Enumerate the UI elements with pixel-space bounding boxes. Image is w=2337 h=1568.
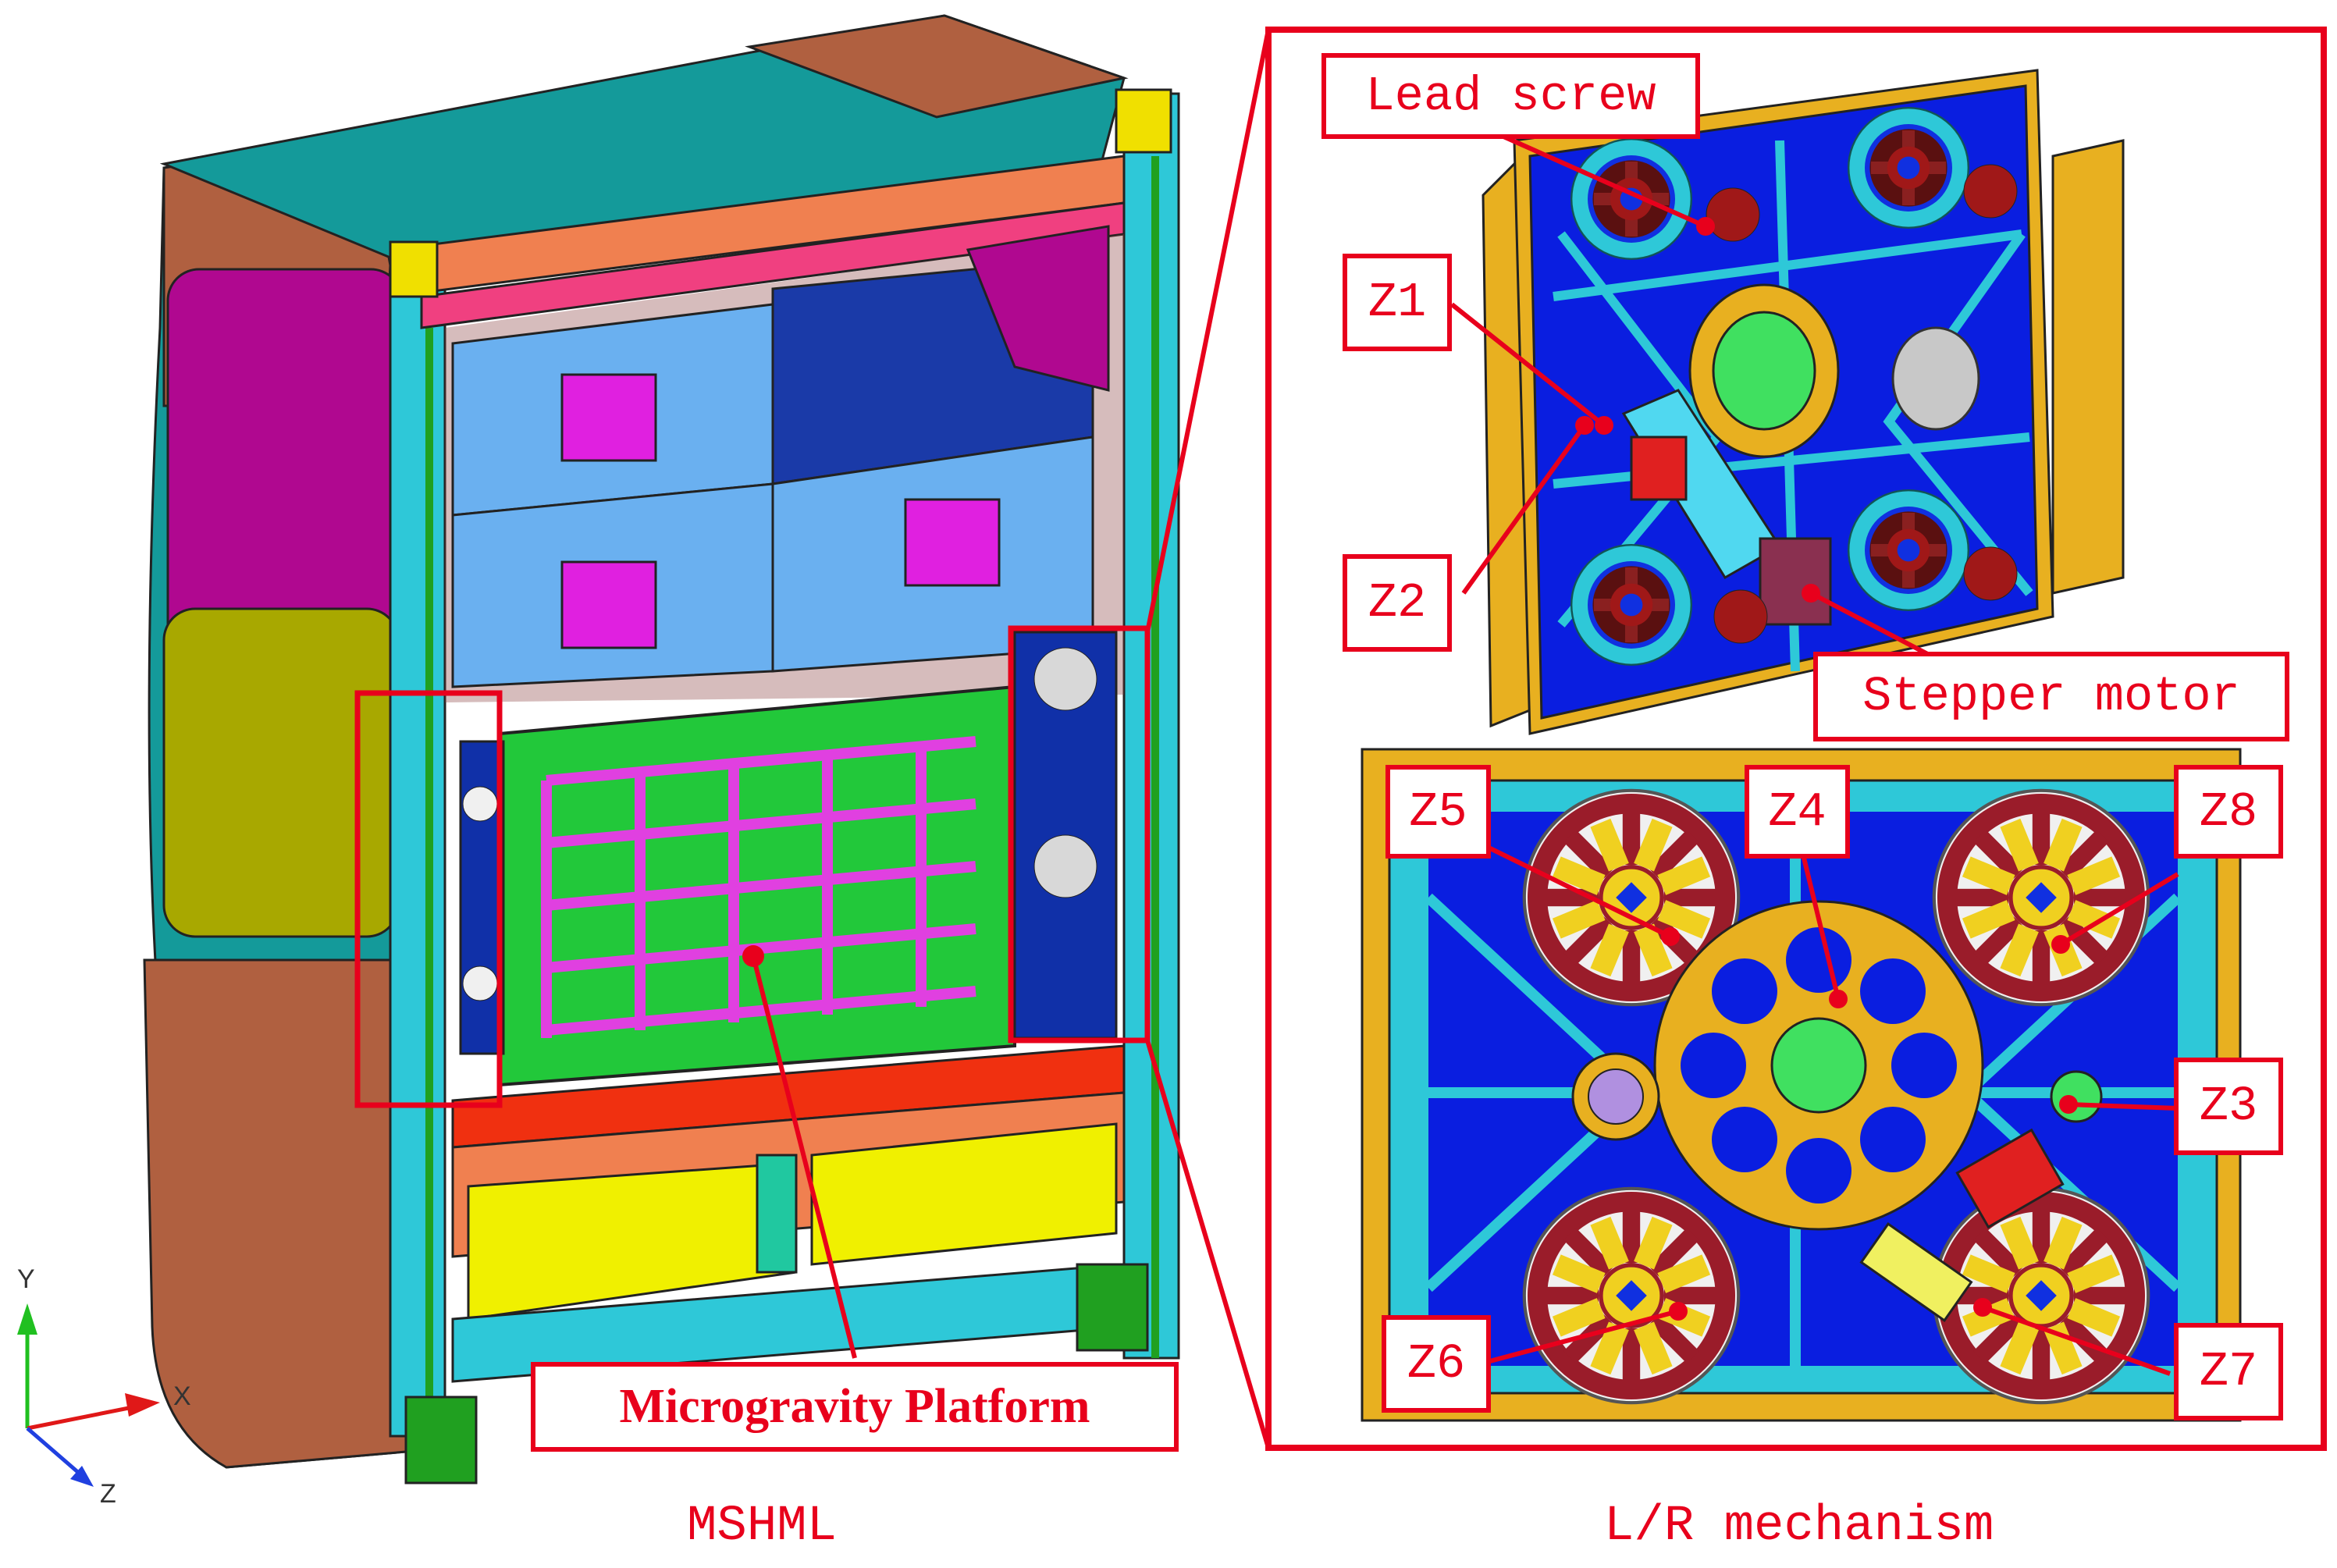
z2-label: Z2 [1343,554,1452,652]
lr-top-view [1482,69,2125,735]
z8-label: Z8 [2174,765,2283,859]
z4-label: Z4 [1745,765,1850,859]
axis-x-label: X [173,1381,191,1411]
lead-screw-label: Lead screw [1321,53,1700,139]
axis-triad-icon: Y X Z [17,1264,191,1509]
left-motor-highlight [354,690,503,1108]
callout-dots [1575,217,2078,1321]
z1-label: Z1 [1343,254,1452,351]
z7-label: Z7 [2174,1323,2283,1420]
mshml-rack-illustration [143,14,1180,1484]
z3-label: Z3 [2174,1058,2283,1155]
axis-y-label: Y [17,1264,35,1294]
right-callout-lines [1450,130,2179,1376]
mshml-caption: MSHML [687,1499,838,1555]
lr-mechanism-caption: L/R mechanism [1604,1499,1994,1555]
right-motor-highlight [1008,625,1151,1044]
stepper-motor-label: Stepper motor [1813,652,2289,741]
platform-callout-line [751,955,857,1359]
zoom-line-bottom [1145,1040,1271,1449]
lr-bottom-view [1361,748,2242,1422]
z5-label: Z5 [1385,765,1491,859]
microgravity-platform-label: Microgravity Platform [531,1362,1179,1452]
axis-z-label: Z [100,1479,116,1509]
zoom-line-top [1145,29,1271,633]
z6-label: Z6 [1382,1315,1491,1413]
